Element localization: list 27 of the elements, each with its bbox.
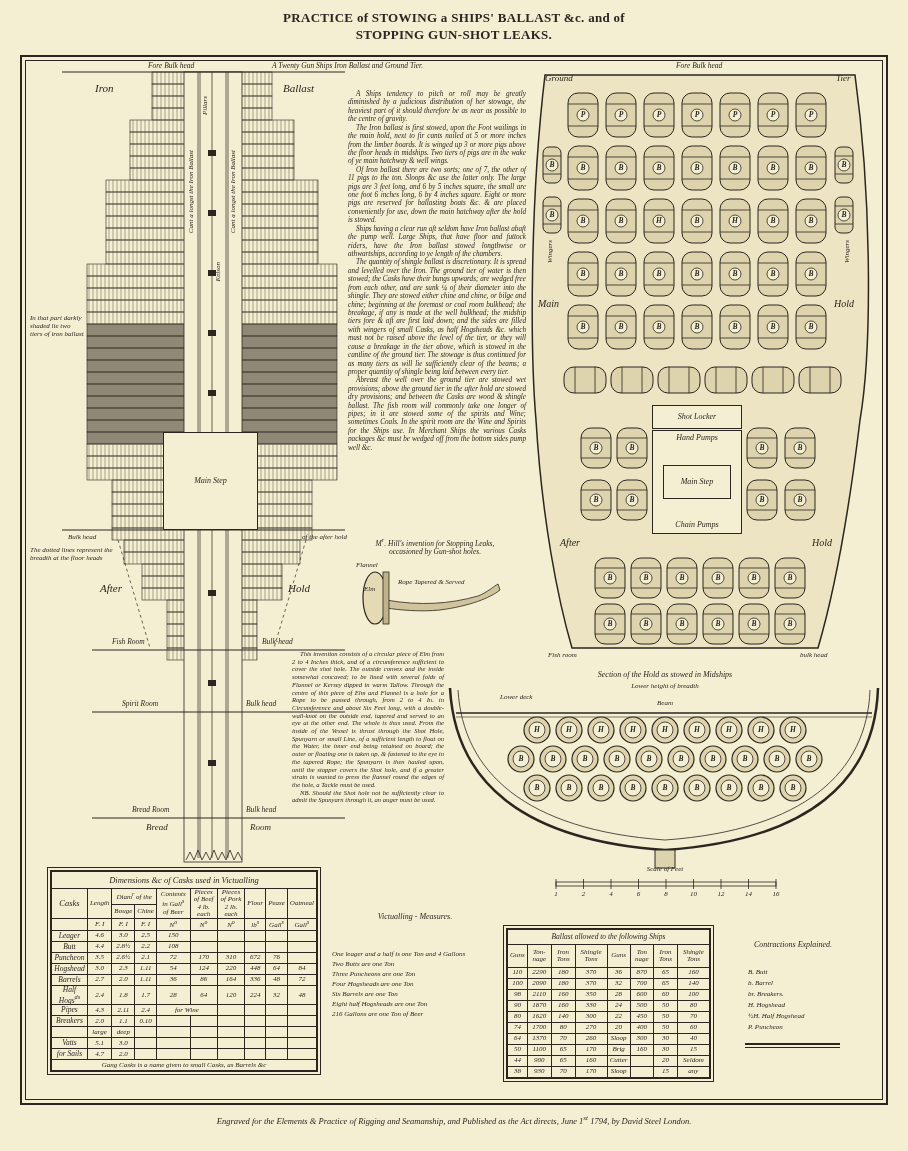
heading: Victualling - Measures. (376, 912, 454, 922)
text-label: Bread (146, 822, 168, 833)
text-label: Hold (834, 298, 854, 310)
title: PRACTICE of STOWING a SHIPS' BALLAST &c. and of STOPPING GUN-SHOT LEAKS. (282, 10, 626, 44)
table-cell: Casks (51, 888, 88, 919)
labelled-box (652, 430, 742, 534)
text-label: Ballast (283, 82, 315, 95)
box-label: Hand Pumps (676, 434, 718, 443)
text-label: After (560, 537, 580, 549)
labelled-box (663, 465, 731, 499)
text-label: Iron (95, 82, 114, 95)
text-label: Hold (812, 537, 832, 549)
caption: Engraved for the Elements & Practice of Rigging and Seamanship, and Published as the Act directs, June 1$^{st}$ 1794, by David Steel London. (215, 1114, 693, 1126)
box-label: Main Step (680, 477, 714, 487)
text-label: Room (250, 822, 271, 833)
text-label: Tier (836, 73, 851, 84)
labelled-box (652, 405, 742, 429)
text-label: Main (538, 298, 560, 310)
box-label: Shot Locker (677, 412, 717, 422)
text-label: Hold (288, 582, 310, 595)
text-label: Ground (545, 73, 573, 84)
heading: Contractions Explained. (752, 940, 834, 950)
box-label: Chain Pumps (675, 521, 719, 530)
labelled-box (163, 432, 258, 530)
heading: Section of the Hold as stowed in Midships (596, 670, 734, 680)
box-label: Main Step (194, 476, 227, 486)
text-label: After (100, 582, 122, 595)
